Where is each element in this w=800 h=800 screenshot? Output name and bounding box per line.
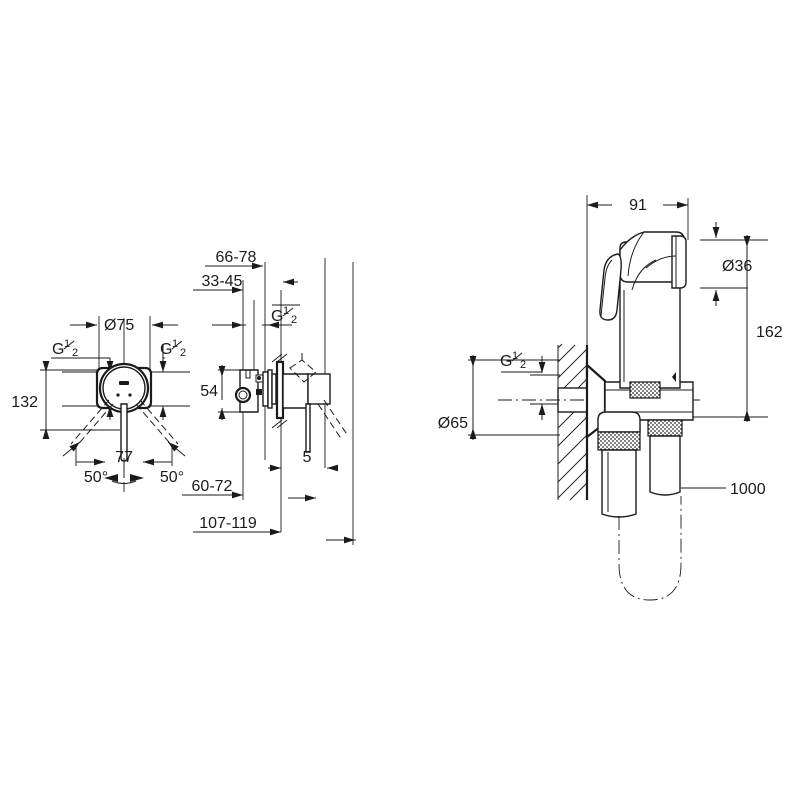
installed-spray-cap bbox=[671, 235, 687, 289]
installed-hose-b-knurled-nut bbox=[647, 419, 683, 437]
side-wall-tick-4 bbox=[276, 419, 288, 429]
front-swing-arm-right2 bbox=[139, 399, 179, 445]
side-label-thread: G 1 2 bbox=[271, 305, 297, 326]
front-thread-right-g: G bbox=[160, 341, 172, 358]
installed-hatch-1 bbox=[557, 344, 576, 363]
installed-thread-g: G bbox=[500, 353, 512, 370]
front-thread-right-bar bbox=[171, 340, 183, 350]
installed-spray-contour-2 bbox=[645, 255, 677, 269]
side-lug-lower bbox=[256, 389, 262, 395]
installed-hatch-6 bbox=[557, 416, 588, 447]
installed-label-162: 162 bbox=[756, 324, 783, 341]
front-swing-arm-left bbox=[74, 403, 114, 449]
installed-label-1000: 1000 bbox=[730, 481, 766, 498]
front-angle-arc bbox=[111, 480, 137, 484]
installed-hatch-3 bbox=[561, 364, 588, 391]
installed-hose-a-knurled-nut bbox=[597, 431, 641, 451]
installed-hose-a-collar-top bbox=[597, 411, 641, 433]
installed-spray-contour-1 bbox=[627, 231, 645, 277]
front-dim-angle-right-arrow bbox=[167, 441, 186, 457]
installed-thread-den: 2 bbox=[520, 359, 526, 371]
side-lever-swing-arm1 bbox=[317, 403, 343, 441]
side-lug-upper-dot bbox=[257, 376, 261, 380]
side-label-60-72: 60-72 bbox=[192, 478, 233, 495]
installed-label-91: 91 bbox=[629, 197, 647, 214]
front-label-thread-left: G 1 2 bbox=[52, 338, 78, 359]
front-angle-arrow-right bbox=[130, 474, 144, 482]
side-label-66-78: 66-78 bbox=[216, 249, 257, 266]
installed-hatch-5 bbox=[557, 410, 576, 429]
side-wall-tick-1 bbox=[271, 353, 283, 363]
front-label-132: 132 bbox=[11, 394, 38, 411]
side-front-cap bbox=[307, 373, 331, 405]
side-view-group: 66-78 33-45 54 5 60-72 107-119 G 1 2 bbox=[182, 249, 356, 545]
installed-wall-block-upper bbox=[558, 345, 587, 390]
side-thread-g: G bbox=[271, 308, 283, 325]
installed-hatch-2 bbox=[557, 348, 588, 379]
front-label-thread-right: G 1 2 bbox=[160, 338, 186, 359]
side-thread-bar bbox=[282, 307, 294, 317]
front-thread-right-num: 1 bbox=[172, 338, 178, 350]
front-label-d75: Ø75 bbox=[104, 317, 134, 334]
side-lever-swing-arm2 bbox=[323, 399, 349, 437]
installed-label-thread: G 1 2 bbox=[500, 350, 526, 371]
front-label-angle-left: 50° bbox=[84, 469, 108, 486]
side-label-33-45: 33-45 bbox=[202, 273, 243, 290]
front-thread-right-den: 2 bbox=[180, 347, 186, 359]
front-angle-arrow-left bbox=[104, 474, 118, 482]
installed-label-d65: Ø65 bbox=[438, 415, 468, 432]
front-label-77: 77 bbox=[115, 449, 133, 466]
front-label-angle-right: 50° bbox=[160, 469, 184, 486]
side-cartridge-a bbox=[262, 371, 269, 407]
side-rear-notch bbox=[245, 370, 251, 379]
front-view-group: Ø75 132 77 50° 50° G 1 2 G 1 2 bbox=[11, 316, 190, 492]
side-wall-tick-3 bbox=[271, 419, 283, 429]
installed-hatch-11 bbox=[557, 343, 563, 349]
installed-hatch-8 bbox=[557, 452, 588, 483]
side-label-107-119: 107-119 bbox=[199, 515, 257, 532]
side-inlet-port-inner bbox=[238, 390, 248, 400]
front-dim-angle-left-arrow bbox=[62, 441, 81, 457]
front-swing-arm-right bbox=[135, 403, 175, 449]
side-wall-flange bbox=[275, 360, 285, 420]
front-thread-left-num: 1 bbox=[64, 338, 70, 350]
side-wall-tick-2 bbox=[276, 353, 288, 363]
side-label-5: 5 bbox=[303, 449, 312, 466]
installed-spray-trigger bbox=[599, 253, 622, 321]
installed-spray-notch bbox=[672, 372, 676, 382]
front-indicator-slot bbox=[119, 381, 129, 385]
side-lever-handle bbox=[305, 403, 311, 453]
installed-hatch-7 bbox=[557, 434, 588, 465]
side-label-54: 54 bbox=[200, 383, 218, 400]
installed-spray-contour-3 bbox=[631, 259, 657, 291]
side-thread-num: 1 bbox=[283, 305, 289, 317]
installed-label-d36: Ø36 bbox=[722, 258, 752, 275]
front-thread-left-den: 2 bbox=[72, 347, 78, 359]
installed-knurled-nut-upper bbox=[629, 381, 661, 399]
front-rosette-circle-inner bbox=[102, 366, 146, 410]
installed-hose-loop bbox=[618, 496, 682, 601]
installed-hose-a-tube bbox=[601, 449, 637, 518]
installed-thread-bar bbox=[511, 352, 523, 362]
front-screw-dot-left bbox=[116, 393, 120, 397]
side-thread-den: 2 bbox=[291, 314, 297, 326]
front-thread-left-bar bbox=[63, 340, 75, 350]
front-thread-left-g: G bbox=[52, 341, 64, 358]
side-cartridge-c bbox=[271, 373, 277, 405]
installed-wall-block-lower bbox=[558, 410, 587, 500]
installed-wall-hatch bbox=[557, 343, 588, 501]
side-front-body bbox=[282, 373, 309, 409]
installed-hatch-9 bbox=[557, 468, 588, 499]
installed-view-group: 91 Ø36 162 Ø65 1000 G 1 2 bbox=[438, 195, 783, 601]
side-lever-swing-outline bbox=[289, 359, 317, 383]
front-swing-arm-left2 bbox=[70, 399, 110, 445]
installed-spray-trigger-inner bbox=[600, 259, 613, 317]
installed-thread-num: 1 bbox=[512, 350, 518, 362]
front-screw-dot-right bbox=[128, 393, 132, 397]
installed-hatch-10 bbox=[569, 482, 588, 501]
installed-hose-b-tube bbox=[649, 435, 681, 496]
